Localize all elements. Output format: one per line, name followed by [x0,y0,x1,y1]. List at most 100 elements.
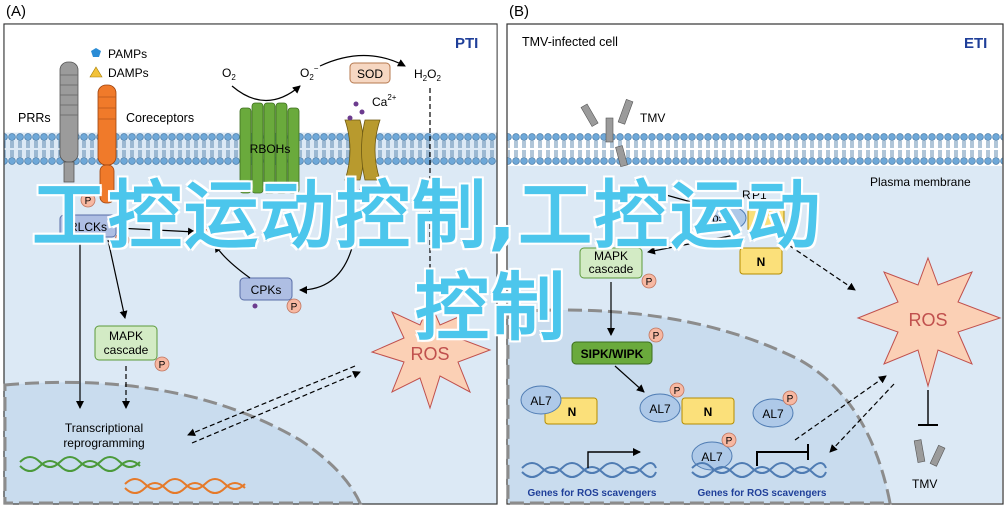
arrow-ca-cpks [299,234,356,294]
arrow-n-mapk [647,234,736,255]
sipk-phospho [648,327,664,343]
rbohs-phospho [196,228,212,244]
genes-label-left: Genes for ROS scavengers [528,488,657,499]
panel-b: (B) ETI TMV-infected cell Plasma membran… [506,3,1004,505]
arrow-al7-ros [794,375,887,441]
calcium-channel [344,101,381,218]
al7-label-left: AL7 [530,394,552,408]
al7-phospho-middle [669,382,685,398]
panel-b-mapk-box [579,247,643,279]
panel-a-mapk-box [94,325,158,361]
p1-fragment-label: P1 [752,188,767,202]
rlcks-box [59,214,117,238]
panel-a-letter: (A) [6,3,26,20]
n-label: N [757,255,766,269]
tmv-top-label: TMV [640,111,665,125]
arrow-tmv-p50 [629,184,703,207]
p-label: P [291,302,298,313]
n-box-middle [681,397,735,425]
panel-b-title: TMV-infected cell [522,35,618,49]
p-label: P [119,236,126,247]
panel-a-ros-label: ROS [410,344,449,364]
panel-a-badge: PTI [455,35,478,52]
p-label: P [653,331,660,342]
arrow-o2-superoxide [231,85,301,102]
transcription-label-1: Transcriptional [65,421,143,435]
al7-label-middle: AL7 [649,402,671,416]
n-label-middle: N [704,405,713,419]
legend-damps: DAMPs [108,66,149,80]
panel-b-ros-label: ROS [908,310,947,330]
n-box-top [747,205,785,233]
repression-bar [756,444,809,466]
sipk-label: SIPK/WIPK [581,347,644,361]
n-label-left: N [568,405,577,419]
mapk-phospho [154,356,170,372]
panel-a: (A) PTI PAMPs DAMPs PRRs Coreceptors O2 … [3,3,498,505]
arrow-ros-transcription [187,365,356,437]
legend-pamps: PAMPs [108,47,147,61]
tmv-particles-top [580,98,634,168]
arrow-transcription-ros [191,371,361,444]
panel-b-letter: (B) [509,3,529,20]
arrow-rlcks-mapk [107,239,128,319]
rbohs-label: RBOHs [250,142,291,156]
rbohs-protein [239,102,300,194]
al7-label-right: AL7 [762,407,784,421]
sod-box [349,62,391,84]
rlcks-phospho-top [80,192,96,208]
panel-b-mapk-phospho [641,273,657,289]
watermark-line-2: 控制 [415,265,567,351]
al7-oval-right [752,398,794,428]
prr-receptor [59,61,79,183]
panel-a-mapk-label-2: cascade [104,343,149,357]
panel-b-membrane [507,133,1003,165]
panel-a-nucleus [3,380,363,505]
watermark-line-1: 工控运动控制,工控运动 [32,173,823,259]
arrow-cpks-rbohs [214,244,251,279]
dna-green [19,456,141,472]
al7-label-dna: AL7 [701,450,723,464]
r-fragment-label: R [742,188,751,202]
sipk-box [571,341,653,365]
prrs-label: PRRs [18,111,51,125]
p-label: P [85,196,92,207]
rlcks-phospho [114,232,130,248]
panel-b-mapk-label-1: MAPK [594,249,628,263]
p-label: P [201,232,208,243]
arrow-sod [319,54,406,67]
al7-oval-middle [639,393,681,423]
calcium-label: Ca2+ [372,93,397,109]
p-label: P [159,360,166,371]
dna-orange [124,478,246,494]
cpks-box [239,277,293,301]
cpks-phospho [286,298,302,314]
p50-oval [701,204,747,232]
panel-b-ros-star [856,256,1002,388]
plasma-membrane-label: Plasma membrane [870,175,971,189]
p50-label: p50 [712,211,732,225]
n-box-mid [739,247,783,275]
dna-blue-left [521,462,657,478]
panel-b-mapk-label-2: cascade [589,262,634,276]
tmv-bottom-label: TMV [912,477,937,491]
h2o2-label: H2O2 [414,67,441,83]
tmv-particles-bottom [913,439,946,467]
al7-phospho-right [782,390,798,406]
damps-icon [89,66,103,78]
arrow-rlcks-rbohs [117,227,196,236]
transcription-label-2: reprogramming [63,436,144,450]
coreceptors-label: Coreceptors [126,111,194,125]
p-label: P [646,277,653,288]
panel-a-mapk-label-1: MAPK [109,329,143,343]
superoxide-label: O2− [300,64,319,82]
dna-blue-right [691,462,827,478]
panel-a-ros-star [370,300,492,410]
pamps-icon [91,48,101,57]
arrow-sipk-al7 [614,365,645,393]
al7-oval-left [520,385,562,415]
genes-label-right: Genes for ROS scavengers [698,488,827,499]
arrow-n-ros [789,245,856,291]
